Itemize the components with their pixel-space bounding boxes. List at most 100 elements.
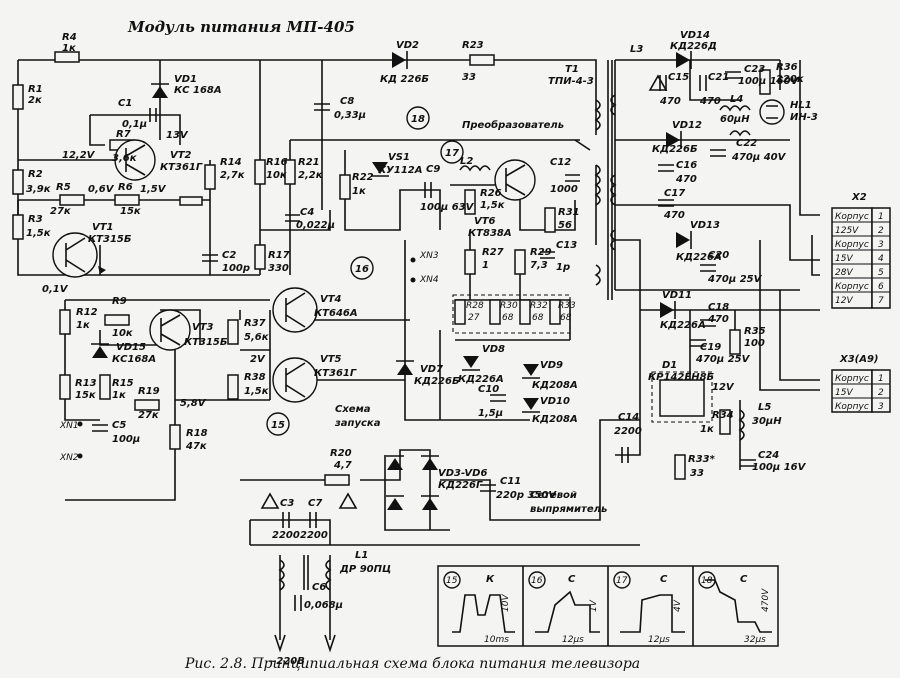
waveform-17: 17 С 4V 12μs xyxy=(613,571,685,645)
value-r31: 56 xyxy=(558,220,572,231)
label-r18: R18 xyxy=(186,428,208,439)
value-r15: 1к xyxy=(112,390,126,401)
x2-pin2-num: 2 xyxy=(878,226,884,236)
label-r14: R14 xyxy=(220,157,242,168)
label-c22: C22 xyxy=(736,138,757,149)
trigger-note-1: Схема xyxy=(335,404,371,415)
value-vt3: КТ315Б xyxy=(184,337,228,348)
label-l3: L3 xyxy=(630,44,643,55)
markers: 18 17 16 15 xyxy=(266,106,464,436)
label-vt4: VT4 xyxy=(320,294,342,305)
x2-pin1-label: Корпус xyxy=(835,212,869,222)
schematic-title: Модуль питания МП-405 xyxy=(127,18,355,36)
waveform-15-id: 15 xyxy=(446,576,458,586)
value-d1: КР142ЕН8Б xyxy=(648,372,715,383)
label-r21: R21 xyxy=(298,157,320,168)
capacitors xyxy=(92,71,756,611)
label-c10: C10 xyxy=(478,384,499,395)
label-vd3-vd6: VD3-VD6 xyxy=(438,468,487,479)
label-c11: C11 xyxy=(500,476,521,487)
wiring xyxy=(17,59,820,640)
value-c10: 1,5μ xyxy=(478,408,503,419)
diodes xyxy=(91,51,692,510)
label-c15: C15 xyxy=(668,72,689,83)
label-hl1: HL1 xyxy=(790,100,812,111)
value-c12: 1000 xyxy=(550,184,578,195)
value-r23: 33 xyxy=(462,72,476,83)
test-point-xn3: XN3 xyxy=(419,251,439,261)
value-r28: 27 xyxy=(468,313,480,323)
label-c21: C21 xyxy=(708,72,729,83)
trigger-note-2: запуска xyxy=(334,418,381,429)
label-r35: R35 xyxy=(744,326,766,337)
waveform-15-time: 10ms xyxy=(484,635,509,645)
value-vd2: КД 226Б xyxy=(380,74,429,85)
connector-x3: X3(А9) Корпус 15V Корпус 1 2 3 xyxy=(831,354,891,413)
value-vd8: КД226А xyxy=(458,374,504,385)
label-c8: C8 xyxy=(340,96,354,107)
label-r36: R36 xyxy=(776,62,798,73)
value-c9: 100μ 63V xyxy=(420,202,475,213)
label-c13: C13 xyxy=(556,240,577,251)
value-c11: 220р 350V xyxy=(496,490,557,501)
voltage-2v: 2V xyxy=(250,354,266,365)
x3-pin2-label: 15V xyxy=(835,388,853,398)
label-l2: L2 xyxy=(460,156,473,167)
value-vt1: КТ315Б xyxy=(88,234,132,245)
marker-16: 16 xyxy=(355,264,369,275)
label-r1: R1 xyxy=(28,84,43,95)
x2-pin2-label: 125V xyxy=(835,226,859,236)
marker-17: 17 xyxy=(445,148,459,159)
value-vt6: КТ838А xyxy=(468,228,512,239)
label-r31: R31 xyxy=(558,207,580,218)
x2-pin7-label: 12V xyxy=(835,296,853,306)
label-r29: R29 xyxy=(530,247,552,258)
value-r20: 4,7 xyxy=(333,460,352,471)
waveform-17-time: 12μs xyxy=(648,635,670,645)
value-r22: 1к xyxy=(352,186,366,197)
label-l1: L1 xyxy=(355,550,368,561)
label-c5: C5 xyxy=(112,420,126,431)
value-c16: 470 xyxy=(675,174,697,185)
x2-pin7-num: 7 xyxy=(878,296,884,306)
label-t1: T1 xyxy=(565,64,579,75)
value-r21: 2,2к xyxy=(298,170,323,181)
value-r9: 10к xyxy=(112,328,133,339)
label-c19: C19 xyxy=(700,342,721,353)
label-r19: R19 xyxy=(138,386,160,397)
value-r16: 10к xyxy=(266,170,287,181)
label-r2: R2 xyxy=(28,169,43,180)
label-vd7: VD7 xyxy=(420,364,443,375)
label-r37: R37 xyxy=(244,318,266,329)
value-l1: ДР 90ПЦ xyxy=(339,564,391,575)
value-r1: 2к xyxy=(28,95,42,106)
value-r34: 1к xyxy=(700,424,714,435)
label-vt1: VT1 xyxy=(92,222,114,233)
value-r12: 1к xyxy=(76,320,90,331)
x2-pin4-num: 4 xyxy=(878,254,884,264)
waveform-16-time: 12μs xyxy=(562,635,584,645)
value-r30: 68 xyxy=(502,313,514,323)
waveform-17-amp: 4V xyxy=(673,599,683,612)
voltage-5-8v: 5,8V xyxy=(180,398,207,409)
value-r13: 15к xyxy=(75,390,96,401)
x3-pin1-label: Корпус xyxy=(835,374,869,384)
waveform-17-ch: С xyxy=(660,574,668,585)
x3-pin1-num: 1 xyxy=(878,374,884,384)
label-d1: D1 xyxy=(662,360,677,371)
figure-caption: Рис. 2.8. Принципиальная схема блока пит… xyxy=(184,656,640,672)
label-r28: R28 xyxy=(466,301,484,311)
value-r14: 2,7к xyxy=(220,170,245,181)
value-c18: 470 xyxy=(707,314,729,325)
label-c2: C2 xyxy=(222,250,236,261)
x3-pin3-label: Корпус xyxy=(835,402,869,412)
value-c19: 470μ 25V xyxy=(695,354,751,365)
value-r7: 3,6к xyxy=(112,153,137,164)
value-c13: 1р xyxy=(556,262,570,273)
label-r22: R22 xyxy=(352,172,374,183)
waveform-18-ch: С xyxy=(740,574,748,585)
value-vd9: КД208А xyxy=(532,380,578,391)
label-vt2: VT2 xyxy=(170,150,192,161)
label-vd13: VD13 xyxy=(690,220,720,231)
x2-pin3-num: 3 xyxy=(878,240,884,250)
